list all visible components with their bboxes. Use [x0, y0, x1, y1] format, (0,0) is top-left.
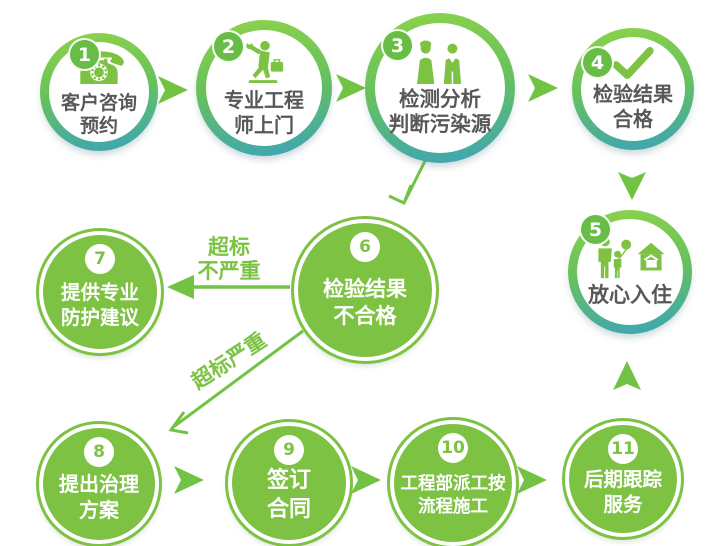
step-8-label-line1: 提出治理 — [59, 472, 139, 496]
step-10-badge: 10 — [438, 433, 468, 463]
step-7-badge: 7 — [85, 244, 115, 274]
edge-label-minor-line2: 不严重 — [197, 259, 261, 283]
step-10-label-line1: 工程部派工按 — [400, 474, 506, 495]
inspectors-icon — [412, 39, 468, 87]
step-6-node: 6 检验结果 不合格 — [291, 216, 439, 364]
step-9-node: 9 签订 合同 — [225, 419, 353, 546]
step-9-label-line2: 合同 — [266, 497, 311, 522]
arrow-step1-step2 — [158, 76, 188, 104]
step-5-node: 放心入住 5 — [568, 210, 692, 334]
arrow-step3-step4 — [528, 74, 558, 102]
step-2-label-line1: 专业工程 — [224, 88, 304, 113]
step-9-badge: 9 — [274, 435, 304, 465]
step-7-label-line1: 提供专业 — [60, 280, 139, 304]
step-4-node: 检验结果 合格 4 — [572, 28, 694, 150]
engineer-icon — [242, 39, 286, 88]
arrowhead-step6-step7 — [167, 275, 194, 299]
step-11-label-line2: 服务 — [603, 493, 643, 516]
line-step6-step8 — [171, 329, 304, 430]
step-5-badge: 5 — [579, 213, 612, 246]
step-3-label-line2: 判断污染源 — [388, 111, 492, 136]
step-1-label-line1: 客户咨询 — [60, 91, 137, 114]
step-5-label-line1: 放心入住 — [588, 282, 672, 307]
step-2-label-line2: 师上门 — [234, 112, 294, 137]
step-1-node: ☎ 客户咨询 预约 1 — [40, 33, 158, 151]
step-7-node: 7 提供专业 防护建议 — [36, 228, 164, 356]
step-2-node: 专业工程 师上门 2 — [196, 20, 332, 156]
arrow-step9-step10 — [351, 466, 381, 494]
step-7-label-line2: 防护建议 — [60, 306, 139, 329]
checkmark-icon — [611, 47, 655, 82]
step-4-badge: 4 — [581, 46, 614, 79]
edge-label-minor-line1: 超标 — [208, 234, 250, 259]
step-8-node: 8 提出治理 方案 — [36, 421, 162, 546]
step-9-label-line1: 签订 — [266, 468, 311, 494]
arrowhead-step3-step6 — [388, 184, 413, 206]
family-home-icon — [594, 236, 666, 283]
step-1-label-line2: 预约 — [79, 115, 118, 137]
step-8-badge: 8 — [84, 437, 114, 467]
step-11-node: 11 后期跟踪 服务 — [562, 418, 684, 540]
arrow-step10-step11 — [517, 466, 547, 494]
arrow-step8-step9 — [174, 466, 204, 494]
step-3-label-line1: 检测分析 — [399, 86, 481, 111]
step-4-label-line2: 合格 — [613, 106, 653, 131]
arrow-step2-step3 — [336, 74, 366, 102]
step-10-label-line2: 流程施工 — [418, 497, 488, 517]
step-3-badge: 3 — [381, 29, 414, 62]
step-2-badge: 2 — [212, 30, 245, 63]
step-6-badge: 6 — [350, 232, 380, 262]
step-8-label-line2: 方案 — [79, 498, 119, 522]
step-6-label-line2: 不合格 — [333, 304, 397, 328]
arrowhead-step6-step8 — [168, 411, 189, 435]
step-1-badge: 1 — [68, 38, 101, 71]
arrow-step4-step5 — [618, 172, 646, 200]
step-11-badge: 11 — [608, 434, 638, 464]
step-4-label-line1: 检验结果 — [593, 82, 673, 107]
arrow-step11-step5 — [613, 361, 641, 390]
step-10-node: 10 工程部派工按 流程施工 — [387, 417, 519, 546]
step-11-label-line1: 后期跟踪 — [583, 467, 662, 491]
step-3-node: 检测分析 判断污染源 3 — [365, 13, 515, 163]
edge-label-minor-exceed: 超标 不严重 — [198, 235, 261, 283]
step-6-label-line1: 检验结果 — [323, 276, 407, 301]
